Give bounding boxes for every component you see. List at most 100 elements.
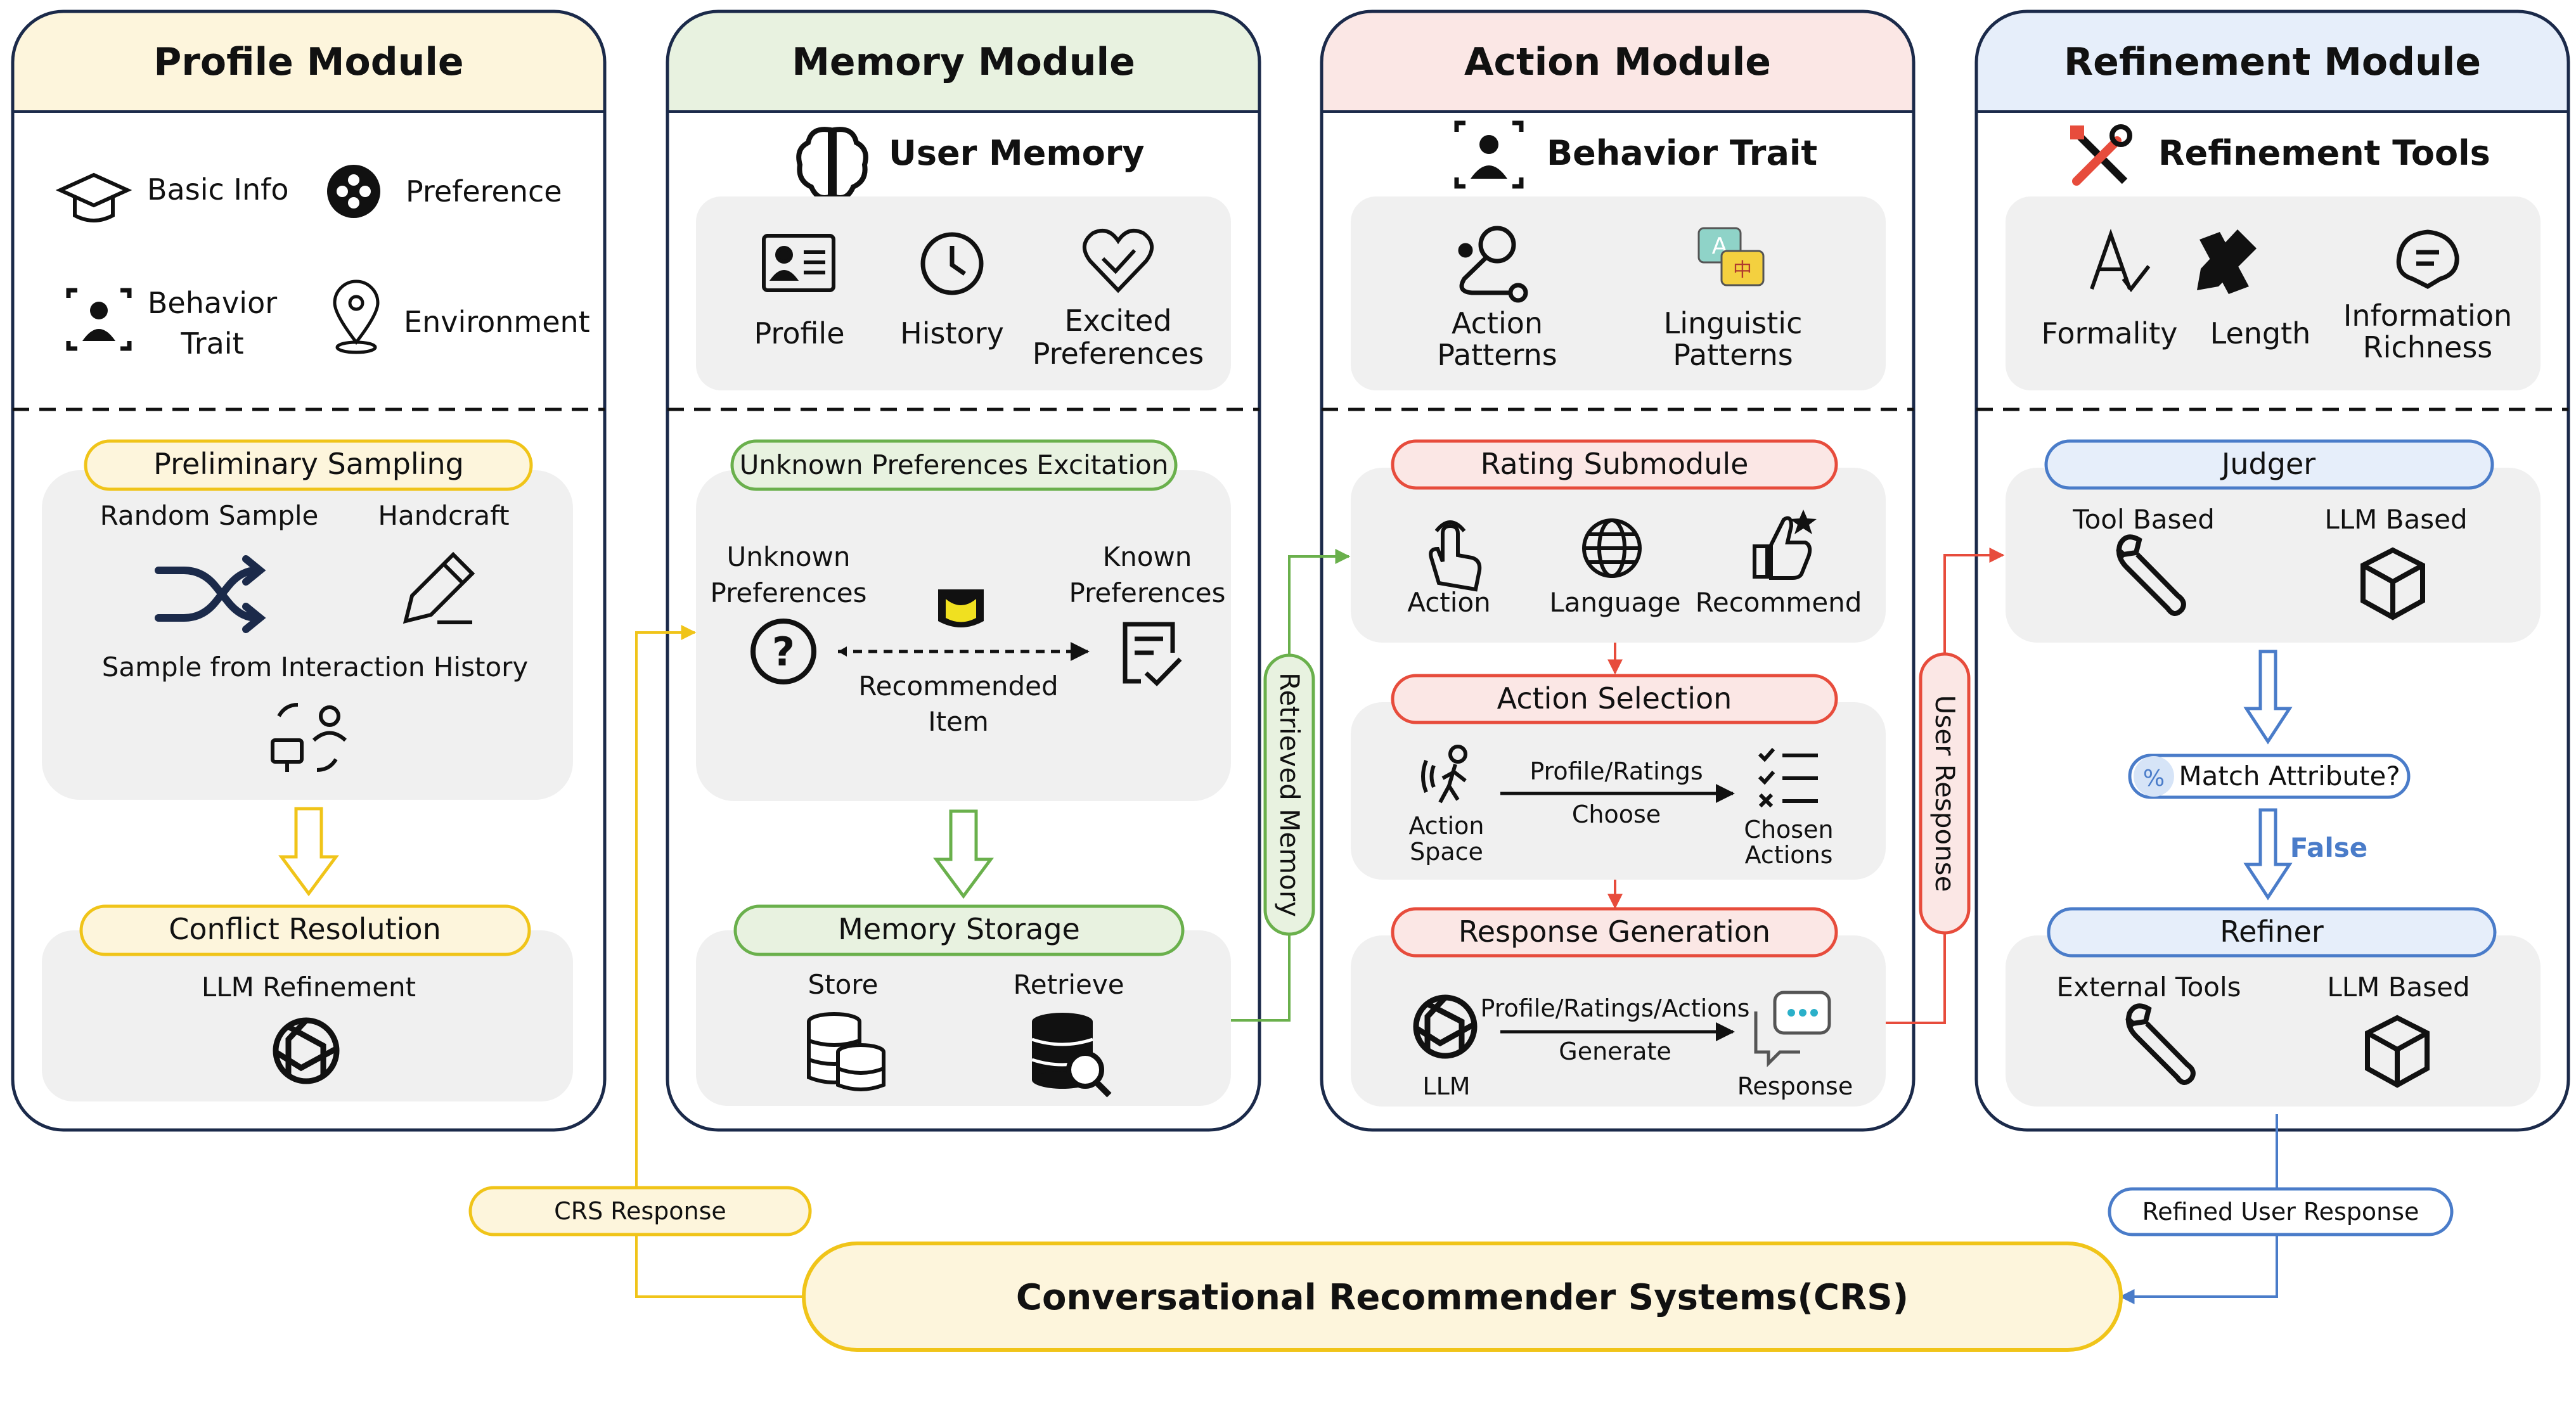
random-sample-label: Random Sample [100,500,319,531]
crs-response-connector: CRS Response [468,625,812,1298]
memory-storage-header: Memory Storage [838,912,1080,946]
recommended-item-label-1: Recommended [858,671,1058,702]
behavior-trait-label-2: Trait [180,326,243,361]
openai-logo-icon [1413,994,1478,1059]
retrieve-label: Retrieve [1013,969,1124,1000]
response-generation-header: Response Generation [1459,915,1770,949]
heart-icon [1083,229,1154,293]
profile-ratings-label: Profile/Ratings [1530,757,1703,785]
known-label-1: Known [1103,541,1192,572]
llm-label: LLM [1422,1072,1470,1100]
tool-based-label: Tool Based [2072,504,2215,535]
sample-history-label: Sample from Interaction History [102,651,529,683]
checklist-icon [1123,622,1182,686]
percent-icon: % [2143,766,2165,792]
llm-based-label-1: LLM Based [2324,504,2467,535]
film-reel-icon [327,165,380,218]
memory-profile-label: Profile [754,316,844,350]
rating-submodule-header: Rating Submodule [1481,447,1749,481]
memory-history-label: History [900,316,1004,350]
judger-header: Judger [2220,447,2315,481]
unknown-label-2: Preferences [710,577,866,608]
speech-bubble-icon [2396,229,2459,289]
user-sync-icon [271,703,347,772]
refinement-module-title: Refinement Module [2064,40,2481,84]
cube-icon [2360,547,2425,620]
spellcheck-icon [2090,228,2151,292]
retrieved-memory-connector: Retrieved Memory [1231,549,1351,1022]
action-patterns-label-1: Action [1452,306,1543,340]
profile-module: Profile Module Basic Info Preference Beh… [11,10,607,1132]
excited-label-1: Excited [1064,304,1171,338]
response-label: Response [1737,1072,1853,1100]
external-tools-label: External Tools [2056,972,2241,1003]
crs-box: Conversational Recommender Systems(CRS) [802,1242,2123,1352]
match-attribute-node: % Match Attribute? [2128,754,2411,799]
down-arrow-memory [933,809,994,899]
chat-bubbles-icon [1754,991,1831,1068]
svg-text:中: 中 [1733,259,1752,281]
action-space-label-1: Action [1408,812,1484,840]
unknown-label-1: Unknown [727,541,851,572]
action-patterns-label-2: Patterns [1437,338,1557,372]
known-label-2: Preferences [1069,577,1225,608]
wrench-icon [2116,534,2186,616]
user-frame-icon [1454,120,1524,189]
globe-icon [1582,518,1642,578]
svg-text:?: ? [772,629,795,675]
preference-label: Preference [406,174,562,209]
action-module: Action Module Behavior Trait Action Patt… [1320,10,1916,1132]
refined-user-response-connector: Refined User Response [2108,1114,2454,1304]
retrieved-memory-label: Retrieved Memory [1274,672,1305,917]
behavior-trait-label-1: Behavior [148,286,277,320]
refined-user-response-label: Refined User Response [2142,1198,2419,1226]
refinement-module: Refinement Module Refinement Tools Forma… [1974,10,2570,1132]
refiner-header: Refiner [2220,915,2324,949]
down-arrow-false [2243,808,2293,901]
clock-icon [920,232,984,295]
checklist-icon [1758,748,1818,808]
environment-label: Environment [404,305,590,339]
id-card-icon [762,234,835,292]
cube-icon [2365,1015,2430,1088]
linguistic-patterns-label-1: Linguistic [1664,306,1803,340]
handcraft-label: Handcraft [378,500,509,531]
memory-module: Memory Module User Memory Profile Histor… [666,10,1261,1132]
chosen-actions-label-1: Chosen [1744,816,1833,844]
refinement-tools-label: Refinement Tools [2158,133,2490,173]
conflict-resolution-header: Conflict Resolution [169,912,441,946]
tools-icon [2070,124,2132,186]
translate-icon: A 中 [1697,227,1765,286]
brain-icon [796,127,868,201]
llm-refinement-label: LLM Refinement [202,972,416,1003]
crs-response-label: CRS Response [554,1197,726,1225]
formality-label: Formality [2042,316,2178,350]
store-label: Store [808,969,878,1000]
shopping-bag-icon [938,589,984,627]
chosen-actions-label-2: Actions [1745,841,1833,869]
linguistic-patterns-label-2: Patterns [1673,338,1793,372]
action-selection-header: Action Selection [1497,681,1732,716]
profile-ratings-actions-label: Profile/Ratings/Actions [1481,994,1750,1022]
thumbs-up-star-icon [1753,510,1817,580]
match-attribute-label: Match Attribute? [2179,761,2400,792]
excitation-header: Unknown Preferences Excitation [740,449,1169,480]
graduation-cap-icon [55,172,132,222]
location-pin-icon [333,279,380,354]
length-label: Length [2210,316,2311,350]
action-space-label-2: Space [1410,838,1483,866]
database-search-icon [1031,1013,1112,1098]
excited-label-2: Preferences [1033,337,1204,371]
user-memory-label: User Memory [889,133,1145,173]
tap-hand-icon [1429,520,1482,592]
profile-module-title: Profile Module [153,40,463,84]
memory-module-title: Memory Module [792,40,1135,84]
database-stack-icon [807,1012,886,1091]
pencil-ruler-icon [2197,229,2257,294]
user-response-connector: User Response [1886,548,2005,1024]
recommended-item-label-2: Item [928,706,989,737]
wrench-icon [2125,1003,2196,1085]
rating-recommend-label: Recommend [1696,587,1862,618]
